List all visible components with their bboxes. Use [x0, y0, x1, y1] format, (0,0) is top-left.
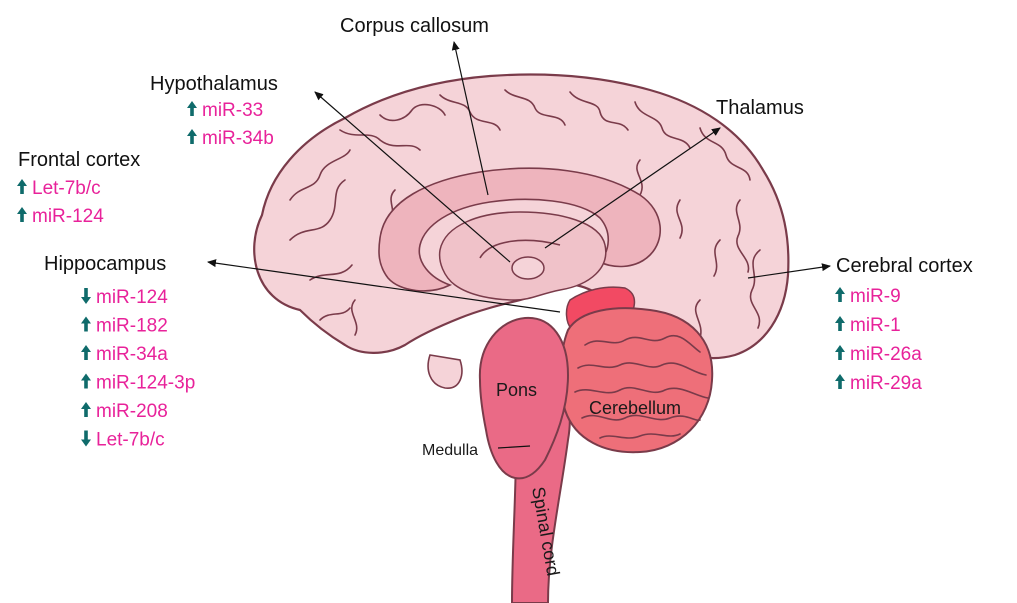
mirna-item: miR-34a [96, 344, 168, 365]
hypothalamus-label: Hypothalamus [150, 73, 278, 95]
mirna-item: miR-124-3p [96, 373, 195, 394]
pituitary-shape [428, 355, 462, 388]
thalamus-label: Thalamus [716, 97, 804, 119]
mirna-item: miR-208 [96, 401, 168, 422]
mirna-item: Let-7b/c [32, 178, 101, 199]
down-arrow-icon [81, 431, 91, 447]
corpus-callosum-label: Corpus callosum [340, 15, 489, 37]
mirna-item: miR-33 [202, 100, 263, 121]
cerebral-cortex-mirna-list: miR-9 miR-1 miR-26a miR-29a [835, 286, 922, 394]
up-arrow-icon [81, 374, 91, 389]
up-arrow-icon [835, 316, 845, 331]
mirna-item: miR-26a [850, 344, 922, 365]
up-arrow-icon [187, 101, 197, 116]
up-arrow-icon [81, 317, 91, 332]
up-arrow-icon [835, 374, 845, 389]
frontal-cortex-mirna-list: Let-7b/c miR-124 [17, 178, 104, 227]
mirna-item: miR-9 [850, 286, 901, 307]
up-arrow-icon [81, 402, 91, 417]
up-arrow-icon [17, 179, 27, 194]
cerebellum-shape [561, 308, 713, 452]
pons-label: Pons [496, 380, 537, 400]
up-arrow-icon [81, 345, 91, 360]
frontal-cortex-label: Frontal cortex [18, 149, 140, 171]
mirna-item: miR-29a [850, 373, 922, 394]
up-arrow-icon [187, 129, 197, 144]
mirna-item: miR-124 [32, 206, 104, 227]
mirna-item: miR-124 [96, 287, 168, 308]
mirna-item: miR-182 [96, 316, 168, 337]
hippocampus-mirna-list: miR-124 miR-182 miR-34a miR-124-3p miR-208Le… [81, 287, 195, 451]
up-arrow-icon [835, 287, 845, 302]
hippocampus-label: Hippocampus [44, 253, 166, 275]
mirna-item: miR-1 [850, 315, 901, 336]
up-arrow-icon [835, 345, 845, 360]
hypothalamus-mirna-list: miR-33 miR-34b [187, 100, 274, 149]
down-arrow-icon [81, 288, 91, 304]
up-arrow-icon [17, 207, 27, 222]
thalamus-nucleus [512, 257, 544, 279]
cerebellum-label: Cerebellum [589, 398, 681, 418]
mirna-item: Let-7b/c [96, 430, 165, 451]
mirna-item: miR-34b [202, 128, 274, 149]
cerebral-cortex-label: Cerebral cortex [836, 255, 973, 277]
medulla-label: Medulla [422, 442, 478, 459]
